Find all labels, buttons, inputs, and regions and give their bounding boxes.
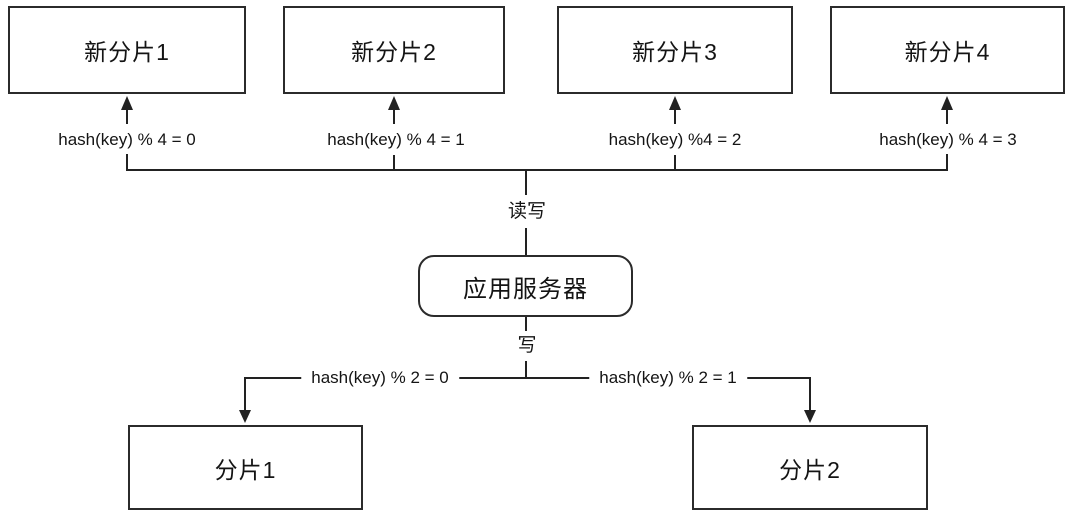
new-shard-2-label: 新分片2 bbox=[351, 39, 437, 65]
up-arrowhead-4 bbox=[941, 96, 953, 110]
down-arrowhead-2 bbox=[804, 410, 816, 423]
new-shard-1-label: 新分片1 bbox=[84, 39, 170, 65]
read-write-label: 读写 bbox=[507, 201, 547, 222]
hash2-label-1: hash(key) % 2 = 1 bbox=[589, 368, 747, 388]
new-shard-4-box: 新分片4 bbox=[830, 6, 1065, 94]
up-arrowhead-2 bbox=[388, 96, 400, 110]
down-arrowhead-1 bbox=[239, 410, 251, 423]
shard-1-label: 分片1 bbox=[214, 456, 277, 483]
hash4-label-2: hash(key) %4 = 2 bbox=[608, 130, 742, 149]
up-arrowhead-1 bbox=[121, 96, 133, 110]
new-shard-4-label: 新分片4 bbox=[904, 39, 991, 65]
shard-2-label: 分片2 bbox=[779, 456, 841, 483]
new-shard-3-label: 新分片3 bbox=[632, 39, 718, 65]
hash2-label-0: hash(key) % 2 = 0 bbox=[301, 368, 459, 388]
hash4-label-1: hash(key) % 4 = 1 bbox=[327, 130, 465, 149]
new-shard-1-box: 新分片1 bbox=[8, 6, 246, 94]
shard-2-box: 分片2 bbox=[692, 425, 928, 510]
new-shard-2-box: 新分片2 bbox=[283, 6, 505, 94]
hash4-label-0: hash(key) % 4 = 0 bbox=[58, 130, 196, 149]
up-arrowhead-3 bbox=[669, 96, 681, 110]
shard-1-box: 分片1 bbox=[128, 425, 363, 510]
app-server-box: 应用服务器 bbox=[418, 255, 633, 317]
app-server-label: 应用服务器 bbox=[463, 275, 588, 303]
new-shard-3-box: 新分片3 bbox=[557, 6, 793, 94]
top-bus-line bbox=[126, 154, 948, 171]
write-label: 写 bbox=[517, 335, 537, 356]
hash4-label-3: hash(key) % 4 = 3 bbox=[879, 130, 1017, 149]
